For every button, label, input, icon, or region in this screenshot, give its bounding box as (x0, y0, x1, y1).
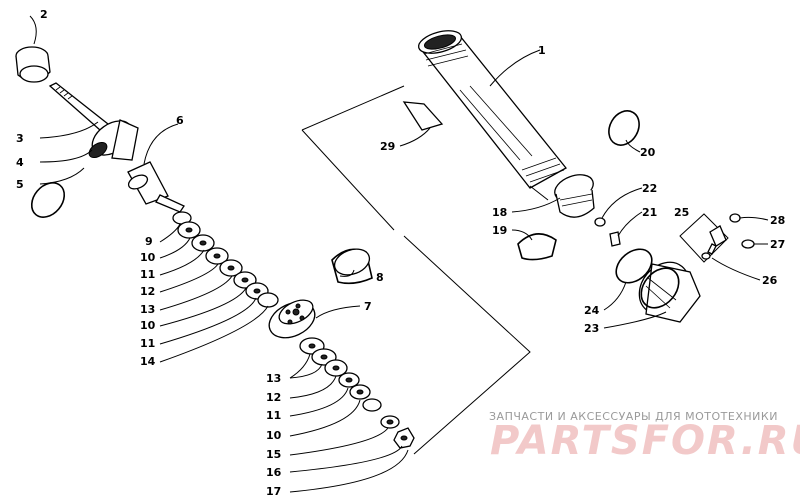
callout-14: 14 (140, 355, 156, 368)
piston-rod-part (48, 82, 110, 131)
callout-27: 27 (770, 238, 785, 251)
o-ring-5-part (30, 182, 66, 218)
callout-22: 22 (642, 182, 657, 195)
bumper-part-6 (127, 161, 185, 213)
washer-part-22 (594, 217, 606, 227)
callout-11b: 11 (140, 337, 155, 350)
callout-13b: 13 (266, 372, 281, 385)
valve-bracket-25 (679, 213, 729, 263)
callout-6: 6 (176, 114, 184, 127)
shock-body-part-1 (417, 30, 567, 189)
callout-4: 4 (16, 156, 24, 169)
washer-part-27 (741, 239, 755, 249)
callout-11c: 11 (266, 409, 281, 422)
schrader-valve-part (707, 225, 727, 255)
snap-ring-part-19 (517, 233, 557, 261)
callout-29: 29 (380, 140, 395, 153)
callout-18: 18 (492, 206, 507, 219)
valve-cap-part-28 (729, 213, 741, 223)
reservoir-cap-part-23 (638, 261, 701, 323)
callout-10b: 10 (140, 319, 156, 332)
valve-part-21 (609, 231, 621, 247)
callout-19: 19 (492, 224, 507, 237)
callout-16: 16 (266, 466, 282, 479)
callout-5: 5 (16, 178, 24, 191)
callout-17: 17 (266, 485, 281, 498)
callout-10a: 10 (140, 251, 156, 264)
callout-28: 28 (770, 214, 785, 227)
o-ring-part-20 (608, 110, 640, 146)
watermark-logo: PARTSFOR.RU (490, 418, 800, 464)
callout-7: 7 (364, 300, 372, 313)
decal-part-29 (402, 101, 444, 131)
callout-24: 24 (584, 304, 600, 317)
callout-21: 21 (642, 206, 657, 219)
assembly-bracket-lines (301, 85, 549, 455)
callout-8: 8 (376, 271, 384, 284)
callout-12b: 12 (266, 391, 281, 404)
rod-seal-head-part (88, 119, 139, 161)
callout-labels: 2 3 4 5 6 9 10 11 12 13 10 11 14 8 7 13 … (16, 8, 785, 498)
seal-part-26 (701, 252, 711, 260)
leader-lines (29, 15, 769, 493)
callout-10c: 10 (266, 429, 282, 442)
callout-26: 26 (762, 274, 778, 287)
piston-part-7 (268, 299, 316, 339)
o-ring-part-24 (615, 248, 653, 284)
callout-23: 23 (584, 322, 599, 335)
callout-1: 1 (538, 44, 546, 57)
callout-20: 20 (640, 146, 656, 159)
watermark-caption: ЗАПЧАСТИ И АКСЕССУАРЫ ДЛЯ МОТОТЕХНИКИ (489, 410, 778, 423)
piston-ring-part-8 (331, 248, 373, 285)
shim-stack-left (172, 211, 279, 308)
shim-stack-right (299, 337, 415, 449)
shaft-cap-part (15, 46, 51, 83)
end-cap-part-18 (554, 174, 595, 218)
callout-12a: 12 (140, 285, 155, 298)
callout-13a: 13 (140, 303, 155, 316)
callout-2: 2 (40, 8, 48, 21)
callout-25: 25 (674, 206, 689, 219)
callout-9: 9 (145, 235, 153, 248)
callout-3: 3 (16, 132, 24, 145)
callout-11a: 11 (140, 268, 155, 281)
callout-15: 15 (266, 448, 281, 461)
